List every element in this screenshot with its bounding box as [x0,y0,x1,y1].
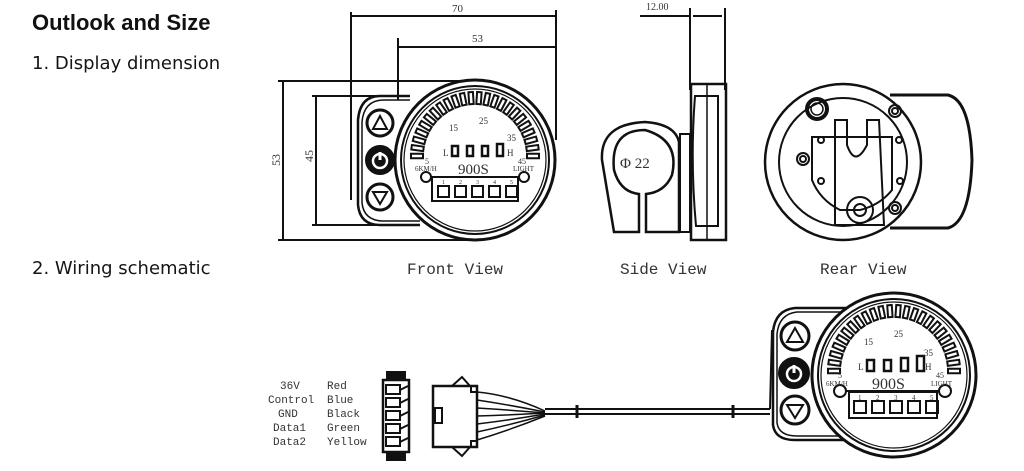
wiring-table: 36V Control GND Data1 Data2 Red Blue Bla… [268,381,367,449]
tick-5: 5 [838,371,842,380]
walk-mode-label: 6KM/H [415,165,437,173]
gear-3: 3 [894,394,898,402]
front-view-labels: 70 53 53 45 15 25 35 5 45 L H 6KM/H LIGH… [269,3,535,279]
rear-view-caption: Rear View [820,261,907,279]
gear-2: 2 [876,394,880,402]
gear-2: 2 [459,180,462,186]
level-low: L [858,362,864,372]
dim-display-width: 53 [472,33,484,45]
pin-signal-2: Control [268,395,314,407]
pin-signal-5: Data2 [273,437,306,449]
side-view-labels: 12.00 Φ 22 Side View [620,2,707,279]
wiring-schematic-label: 2. Wiring schematic [32,258,211,279]
gear-4: 4 [493,180,496,186]
speed-scale [410,90,540,160]
level-high: H [507,148,514,158]
display-dimension-label: 1. Display dimension [32,53,221,74]
pin-signal-1: 36V [280,381,300,393]
tick-25: 25 [894,329,904,339]
pin-color-5: Yellow [327,437,367,449]
pin-color-1: Red [327,381,347,393]
dim-clamp-diameter: Φ 22 [620,156,650,172]
tick-25: 25 [479,116,489,126]
gear-5: 5 [930,394,934,402]
schematic-display-labels: 15 25 35 5 45 L H 6KM/H LIGHT 900S 1 2 3… [826,329,953,402]
model-label: 900S [458,162,489,178]
side-view [600,8,728,242]
front-view-caption: Front View [407,261,503,279]
pin-color-4: Green [327,423,360,435]
wiring-connectors [381,329,773,461]
dim-total-height: 53 [269,154,283,166]
gear-1: 1 [858,394,862,402]
gear-1: 1 [442,180,445,186]
level-low: L [443,148,449,158]
section-title: Outlook and Size [32,10,211,35]
dim-total-width: 70 [452,3,464,15]
tick-35: 35 [507,133,517,143]
gear-5: 5 [510,180,513,186]
schematic-display [771,291,978,459]
model-label: 900S [872,376,905,393]
tick-5: 5 [425,157,429,166]
speed-scale [827,303,961,375]
rear-view-labels: Rear View [820,261,907,279]
light-label: LIGHT [931,380,953,388]
front-view [278,10,557,242]
tick-45: 45 [936,371,944,380]
tick-35: 35 [924,348,934,358]
light-label: LIGHT [513,165,535,173]
pin-signal-4: Data1 [273,423,306,435]
side-view-caption: Side View [620,261,707,279]
rear-view [763,82,974,242]
gear-3: 3 [476,180,479,186]
dim-depth: 12.00 [646,2,669,13]
walk-mode-label: 6KM/H [826,380,848,388]
tick-15: 15 [864,337,874,347]
pin-color-2: Blue [327,395,353,407]
tick-15: 15 [449,123,459,133]
level-high: H [925,362,932,372]
tick-45: 45 [518,157,526,166]
pin-color-3: Black [327,409,360,421]
gear-4: 4 [912,394,916,402]
dim-panel-height: 45 [302,150,316,162]
pin-signal-3: GND [278,409,298,421]
